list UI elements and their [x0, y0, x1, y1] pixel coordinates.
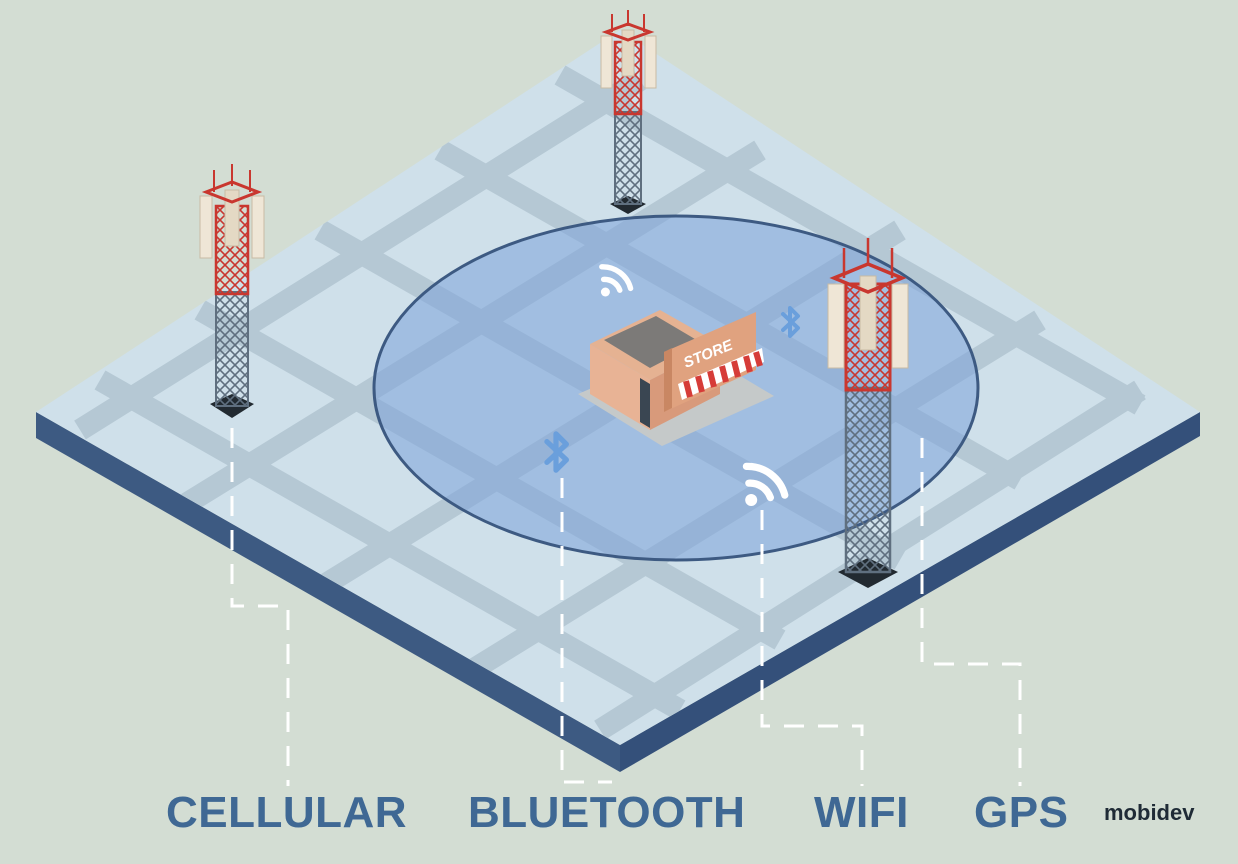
- cell-tower-icon: [600, 10, 657, 214]
- label-bluetooth: BLUETOOTH: [468, 788, 746, 837]
- platform-side-right: [620, 412, 1200, 772]
- connector-cellular: [230, 428, 290, 786]
- brand-logo: mobidev: [1104, 800, 1195, 825]
- connector-gps: [920, 438, 1022, 786]
- bluetooth-icon: [544, 431, 569, 473]
- label-gps: GPS: [974, 788, 1069, 837]
- cell-tower-icon: [199, 164, 265, 418]
- label-wifi: WIFI: [814, 788, 909, 837]
- wifi-icon: [599, 264, 634, 297]
- platform-side-left: [36, 412, 620, 772]
- connector-lines: [230, 428, 1022, 786]
- label-cellular: CELLULAR: [166, 788, 408, 837]
- store-icon: STORE: [578, 310, 774, 446]
- connector-wifi: [760, 510, 864, 786]
- cell-tower-icon: [827, 238, 909, 588]
- bluetooth-icon: [781, 306, 800, 338]
- wifi-icon: [742, 462, 789, 506]
